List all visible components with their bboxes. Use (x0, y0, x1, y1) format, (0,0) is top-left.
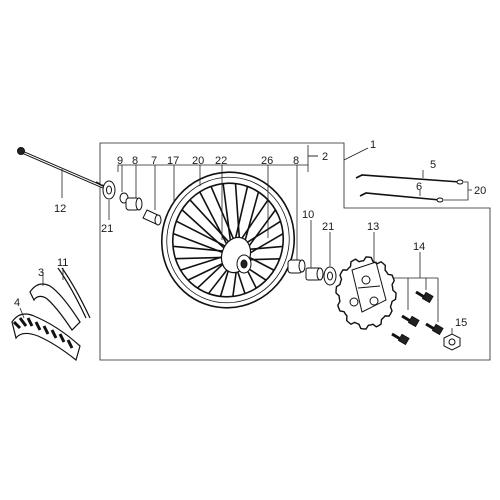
callout-10: 10 (302, 209, 314, 221)
wheel-part (160, 171, 296, 309)
inner-tube-part (29, 283, 81, 331)
bolt-2-part (401, 314, 420, 328)
callout-21b: 21 (322, 221, 334, 233)
callout-20a: 20 (192, 155, 204, 167)
rim-band-part (57, 267, 91, 319)
callout-21a: 21 (101, 223, 113, 235)
sleeve-7-part (142, 209, 162, 226)
spoke-rod-6-part (359, 192, 444, 203)
wheel-spoke (189, 199, 236, 250)
callout-14: 14 (413, 241, 425, 253)
seal-left-part (102, 180, 116, 200)
wheel-spoke (172, 245, 231, 253)
bolt-3-part (425, 322, 444, 336)
bolt-1-part (415, 290, 434, 304)
leader-1 (343, 147, 369, 161)
assembly-frame (99, 142, 491, 361)
callout-13: 13 (367, 221, 379, 233)
callout-12: 12 (54, 203, 66, 215)
bearing-right-part (287, 259, 306, 274)
bearing-left-part (125, 197, 143, 211)
bracket-20b (444, 181, 472, 201)
brake-disc-part (335, 256, 397, 330)
callout-8a: 8 (132, 155, 138, 167)
leader-4 (19, 307, 25, 319)
seal-right-part (323, 266, 337, 286)
callout-7: 7 (151, 155, 157, 167)
callout-9: 9 (117, 155, 123, 167)
spacer-10-part (305, 267, 324, 281)
callout-3: 3 (38, 267, 44, 279)
callout-22: 22 (215, 155, 227, 167)
axle-part (17, 147, 111, 192)
leader-14 (394, 277, 439, 322)
callout-11: 11 (57, 257, 68, 269)
spoke-rod-5-part (355, 174, 464, 185)
callout-6: 6 (416, 181, 422, 193)
callout-1: 1 (370, 139, 376, 151)
callout-20b: 20 (474, 185, 486, 197)
axle-nut-part (443, 333, 461, 351)
callout-5: 5 (430, 159, 436, 171)
callout-17: 17 (167, 155, 179, 167)
bolt-4-part (391, 332, 410, 346)
callout-15: 15 (455, 317, 467, 329)
wheel-spoke (175, 220, 234, 251)
callout-8b: 8 (293, 155, 299, 167)
callout-26: 26 (261, 155, 273, 167)
callout-2: 2 (322, 151, 328, 163)
callout-4: 4 (14, 297, 20, 309)
tire-part (11, 313, 81, 362)
